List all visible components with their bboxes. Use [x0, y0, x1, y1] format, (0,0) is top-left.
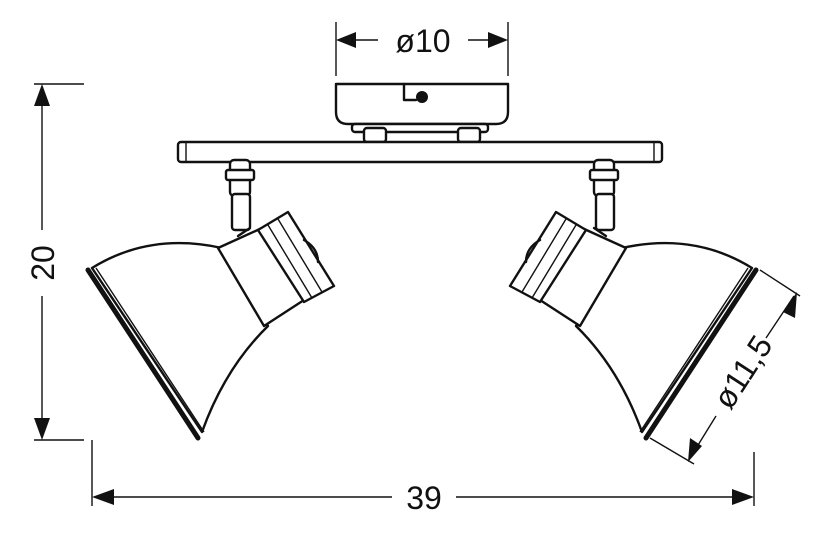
dim-canopy-diameter: ø10: [335, 22, 509, 76]
canopy-diameter-label: ø10: [395, 23, 450, 59]
left-spotlight: [85, 158, 336, 441]
arrowhead-top: [783, 292, 797, 318]
dim-height: 20: [25, 83, 84, 441]
right-spotlight: [508, 158, 759, 441]
dim-width: 39: [91, 440, 755, 516]
shade-diameter-label: ø11,5: [706, 329, 779, 415]
arrowhead-left: [92, 489, 114, 505]
arrowhead-bottom: [688, 438, 702, 462]
arrowhead-right: [732, 489, 754, 505]
arrowhead-right: [488, 32, 508, 48]
left-shade: [90, 241, 270, 434]
mounting-bar: [176, 140, 664, 164]
ceiling-canopy: [334, 82, 510, 144]
canopy-screw: [416, 91, 428, 103]
canopy-foot-left: [362, 126, 388, 144]
height-label: 20: [25, 245, 61, 281]
right-shade: [574, 241, 754, 434]
width-label: 39: [406, 480, 442, 516]
arrowhead-bottom: [34, 418, 50, 440]
canopy-foot-right: [456, 126, 482, 144]
arrowhead-left: [336, 32, 356, 48]
arrowhead-top: [34, 84, 50, 106]
